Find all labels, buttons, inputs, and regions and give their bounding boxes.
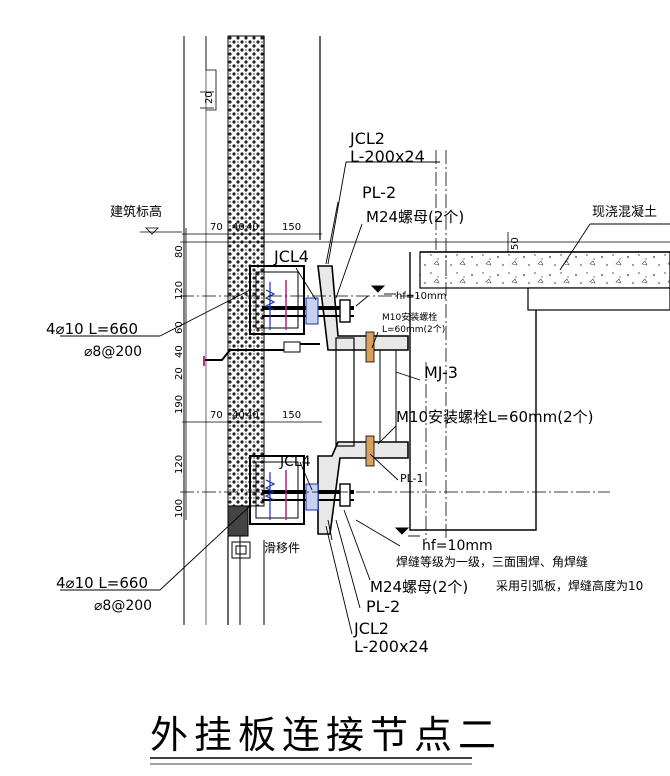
- dim-40-left: 40: [174, 345, 185, 358]
- dim-50: 50: [510, 237, 521, 250]
- dim-40-top-a: 40: [232, 222, 245, 233]
- floor-slab: [409, 251, 670, 531]
- label-pl1: PL-1: [400, 472, 424, 485]
- dimension-texts: 20 70 40 40 150 50 80 120 60 40 20 190 7…: [174, 91, 521, 518]
- dim-40-top-b: 40: [246, 222, 259, 233]
- dim-100: 100: [174, 499, 185, 518]
- label-cast-concrete: 现浇混凝土: [592, 204, 657, 220]
- dimension-lines: [140, 91, 670, 520]
- text-labels: JCL2 L-200x24 PL-2 M24螺母(2个) JCL4 建筑标高 现…: [46, 129, 657, 656]
- label-mj3: MJ-3: [424, 363, 458, 382]
- label-m10-small-1: M10安装螺栓: [382, 311, 437, 323]
- label-weld-note-2: 采用引弧板，焊缝高度为10: [496, 578, 643, 593]
- label-rebar-top-2: ⌀8@200: [84, 344, 142, 360]
- dim-120-bot: 120: [174, 455, 185, 474]
- dim-150-top: 150: [282, 222, 301, 233]
- dim-40-bot-a: 40: [232, 410, 245, 421]
- drawing-title: 外挂板连接节点二: [150, 713, 502, 765]
- label-arch-elev: 建筑标高: [110, 204, 162, 220]
- center-lines: [180, 150, 610, 540]
- label-m10-small-2: L=60mm(2个): [382, 324, 445, 335]
- leader-lines: [60, 161, 670, 635]
- label-weld-note-1: 焊缝等级为一级，三面围焊、角焊缝: [396, 554, 588, 569]
- label-rebar-bot-2: ⌀8@200: [94, 598, 152, 614]
- label-angle-top: L-200x24: [350, 147, 425, 166]
- label-m10-big: M10安装螺栓L=60mm(2个): [396, 408, 594, 426]
- dim-150-bot: 150: [282, 410, 301, 421]
- wall-panel: [183, 35, 321, 625]
- label-pl2-top: PL-2: [362, 183, 396, 202]
- label-jcl4-bot: JCL4: [279, 454, 311, 470]
- label-jcl2-top: JCL2: [349, 129, 385, 148]
- title-text: 外挂板连接节点二: [150, 713, 502, 757]
- dim-20: 20: [204, 91, 215, 104]
- dim-70-top: 70: [210, 222, 223, 233]
- label-rebar-top-1: 4⌀10 L=660: [46, 320, 138, 338]
- label-rebar-bot-1: 4⌀10 L=660: [56, 574, 148, 592]
- label-pl2-bot: PL-2: [366, 597, 400, 616]
- dim-20-left: 20: [174, 367, 185, 380]
- label-m24-bot: M24螺母(2个): [370, 578, 468, 596]
- label-jcl4-top: JCL4: [273, 247, 309, 266]
- label-jcl2-bot: JCL2: [353, 619, 389, 638]
- dim-120-top: 120: [174, 281, 185, 300]
- dim-80: 80: [174, 245, 185, 258]
- label-m24-top: M24螺母(2个): [366, 208, 464, 226]
- dim-40-bot-b: 40: [246, 410, 259, 421]
- label-weld-bot: hf=10mm: [422, 538, 493, 554]
- label-slide: 滑移件: [264, 541, 300, 555]
- dim-60: 60: [174, 321, 185, 334]
- label-angle-bot: L-200x24: [354, 637, 429, 656]
- label-weld-top: hf=10mm: [396, 291, 446, 302]
- dim-190: 190: [174, 395, 185, 414]
- dim-70-bot: 70: [210, 410, 223, 421]
